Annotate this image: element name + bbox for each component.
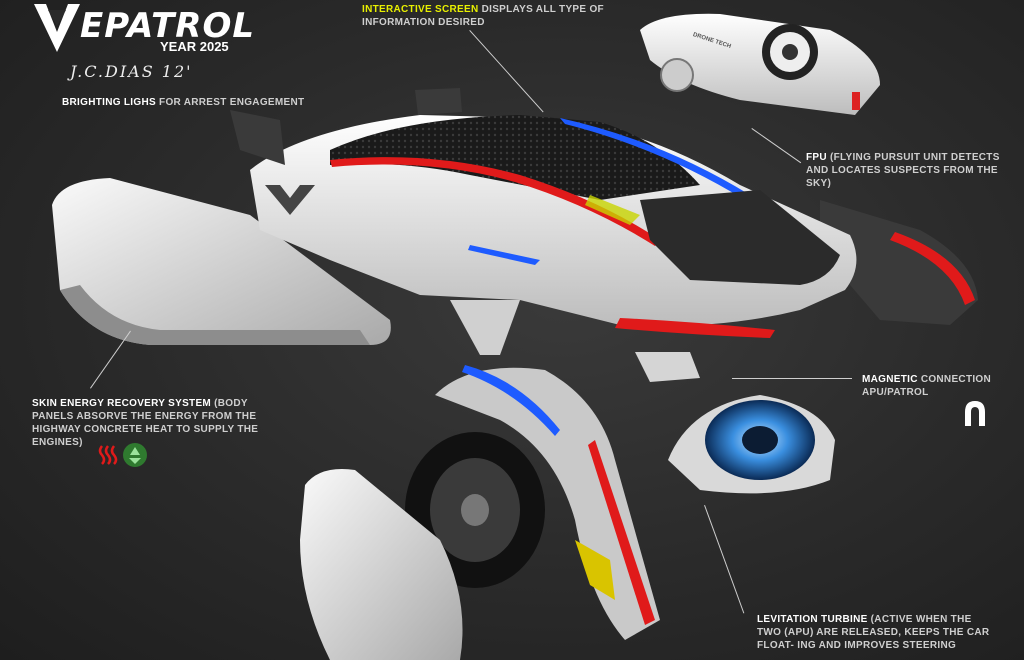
callout-levitation-turbine: LEVITATION TURBINE (ACTIVE WHEN THE TWO …	[757, 613, 997, 652]
recycle-icon	[123, 443, 147, 467]
callout-screen-text: DISPLAYS ALL TYPE OF INFORMATION DESIRED	[362, 4, 604, 28]
callout-magnetic-title: MAGNETIC	[862, 374, 918, 385]
heat-waves-icon	[98, 445, 118, 465]
skin-panel-lower	[300, 469, 463, 660]
callout-levitation-text: (ACTIVE WHEN THE TWO (APU) ARE RELEASED,…	[757, 614, 990, 651]
magnet-icon	[965, 401, 985, 426]
callout-skin-title: SKIN ENERGY RECOVERY SYSTEM	[32, 398, 212, 409]
callout-brighting-lights: BRIGHTING LIGHS FOR ARREST ENGAGEMENT	[62, 96, 362, 109]
skin-panel-left	[52, 178, 391, 345]
rear-wing-right	[820, 200, 978, 325]
interactive-screen	[640, 190, 840, 285]
designer-signature: J.C.DIAS 12'	[70, 62, 193, 81]
callout-levitation-title: LEVITATION TURBINE	[757, 614, 868, 625]
callout-lights-text: FOR ARREST ENGAGEMENT	[155, 97, 305, 108]
leader-line-magnetic	[732, 378, 852, 379]
callout-fpu-title: FPU	[806, 152, 827, 163]
callout-magnetic: MAGNETIC CONNECTION APU/PATROL	[862, 373, 1002, 399]
callout-skin-energy: SKIN ENERGY RECOVERY SYSTEM (BODY PANELS…	[32, 397, 267, 449]
callout-magnetic-text: CONNECTION APU/PATROL	[862, 374, 992, 398]
callout-screen-title: INTERACTIVE SCREEN	[362, 4, 479, 15]
brand-logo-icon	[34, 4, 80, 52]
callout-fpu-text: (FLYING PURSUIT UNIT DETECTS AND LOCATES…	[806, 152, 1000, 189]
callout-interactive-screen: INTERACTIVE SCREEN DISPLAYS ALL TYPE OF …	[362, 3, 612, 29]
callout-fpu: FPU (FLYING PURSUIT UNIT DETECTS AND LOC…	[806, 151, 1006, 190]
fpu-drone	[640, 13, 880, 115]
brand-year: YEAR 2025	[160, 39, 229, 54]
brand-title: EPATROL	[80, 6, 256, 46]
callout-lights-title: BRIGHTING LIGHS	[62, 97, 156, 108]
callout-skin-text: (BODY PANELS ABSORVE THE ENERGY FROM THE…	[32, 398, 259, 448]
